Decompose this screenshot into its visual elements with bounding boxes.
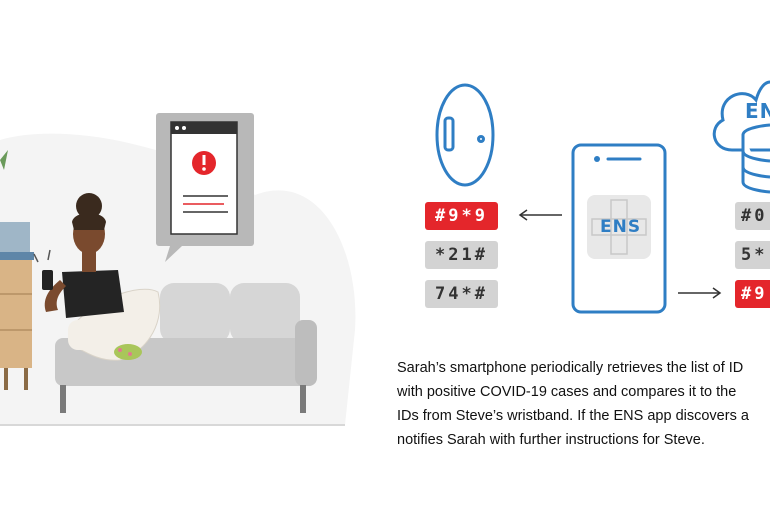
wristband-code-2: *21# bbox=[425, 241, 498, 269]
wristband-code-3: 74*# bbox=[425, 280, 498, 308]
cloud-code-3: #9 bbox=[735, 280, 770, 308]
ens-app-tile bbox=[587, 195, 651, 259]
database-icon bbox=[741, 123, 770, 194]
caption-line-4: notifies Sarah with further instructions… bbox=[397, 432, 705, 448]
phone-buzz-lines bbox=[33, 249, 51, 263]
smartphone-icon bbox=[571, 143, 667, 314]
alert-bubble bbox=[156, 113, 254, 262]
caption-line-3: IDs from Steve’s wristband. If the ENS a… bbox=[397, 408, 749, 424]
cloud-icon bbox=[712, 80, 770, 152]
caption-line-1: Sarah’s smartphone periodically retrieve… bbox=[397, 360, 744, 376]
arrow-to-cloud bbox=[678, 287, 722, 299]
wristband-code-1: #9*9 bbox=[425, 202, 498, 230]
cabinet bbox=[0, 150, 34, 390]
person-sarah bbox=[33, 193, 161, 361]
app-label: ENS bbox=[600, 217, 642, 237]
cloud-code-2: 5* bbox=[735, 241, 770, 269]
caption-text: Sarah’s smartphone periodically retrieve… bbox=[397, 356, 770, 452]
caption-line-2: with positive COVID-19 cases and compare… bbox=[397, 384, 737, 400]
cloud-code-1: #0 bbox=[735, 202, 770, 230]
wristband-icon bbox=[435, 83, 495, 187]
arrow-to-wristband bbox=[518, 209, 562, 221]
cloud-label: ENS bbox=[745, 99, 770, 123]
